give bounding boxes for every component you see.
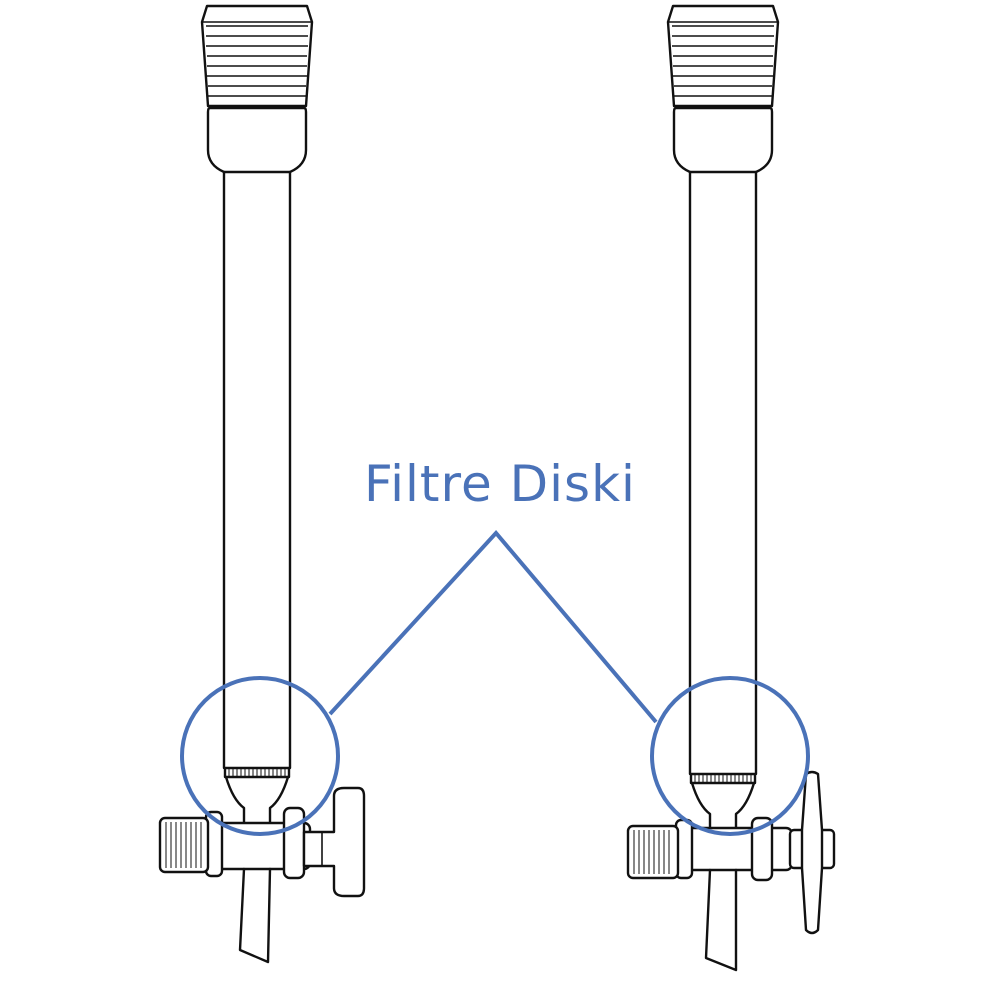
- knurled-nut-right: [626, 824, 680, 880]
- funnel-neck-right: [690, 781, 756, 834]
- joint-cap-ridges-left: [202, 21, 312, 97]
- tube-right: [688, 170, 758, 776]
- stopcock-handle-left: [302, 786, 366, 898]
- tube-left: [222, 170, 292, 770]
- knurl-lines-left: [165, 822, 202, 868]
- callout-circle-right: [650, 676, 810, 836]
- column-right: [626, 4, 836, 972]
- callout-pointer-lines: [328, 529, 658, 724]
- knurl-lines-right: [633, 830, 670, 874]
- filter-disc-right: [689, 772, 757, 785]
- callout-circle-left: [180, 676, 340, 836]
- column-left: [158, 4, 366, 964]
- stopcock-ring-right-left: [282, 806, 306, 880]
- stopcock-ring-right-2: [750, 816, 774, 882]
- funnel-neck-left: [224, 775, 290, 832]
- drip-tip-right: [704, 868, 738, 972]
- t-handle-blade-right: [800, 770, 824, 935]
- collar-left: [206, 106, 308, 174]
- filter-disc-label: Filtre Diski: [364, 455, 636, 513]
- callout-group: [180, 529, 810, 836]
- joint-cap-ridges-right: [668, 21, 778, 97]
- drip-tip-left: [238, 867, 272, 964]
- filter-disc-left: [223, 766, 291, 779]
- collar-right: [672, 106, 774, 174]
